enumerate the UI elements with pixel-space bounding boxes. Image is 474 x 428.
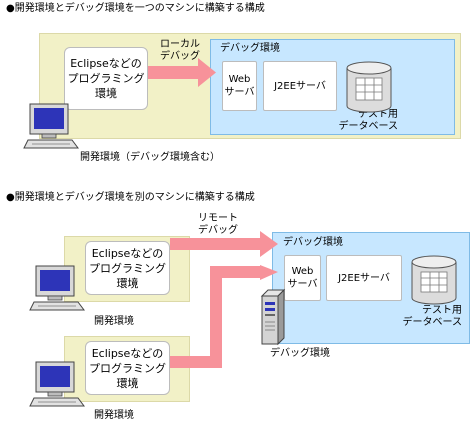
web-server-box: Web サーバ <box>222 61 257 111</box>
section1-title: ●開発環境とデバッグ環境を一つのマシンに構築する構成 <box>6 3 265 14</box>
section2-title: ●開発環境とデバッグ環境を別のマシンに構築する構成 <box>6 192 255 203</box>
web-server-box-2: Web サーバ <box>284 255 321 301</box>
dev-env-label-2: 開発環境 <box>94 410 134 421</box>
programming-env-box-2: Eclipseなどの プログラミング 環境 <box>85 341 170 395</box>
debug-env-label: デバッグ環境 <box>220 43 280 54</box>
j2ee-server-box-2: J2EEサーバ <box>326 255 402 301</box>
local-debug-label: ローカル デバッグ <box>160 39 200 62</box>
debug-server-label: デバッグ環境 <box>270 348 330 359</box>
programming-env-box: Eclipseなどの プログラミング 環境 <box>64 47 148 110</box>
j2ee-server-box: J2EEサーバ <box>263 61 337 111</box>
debug-env-label-2: デバッグ環境 <box>283 237 343 248</box>
remote-debug-label: リモート デバッグ <box>198 213 238 236</box>
test-db-label-2: テスト用 データベース <box>402 305 463 328</box>
programming-env-box-1: Eclipseなどの プログラミング 環境 <box>85 241 170 295</box>
dev-env-incl-debug-label: 開発環境（デバッグ環境含む） <box>80 152 220 163</box>
dev-env-label-1: 開発環境 <box>94 316 134 327</box>
test-db-label: テスト用 データベース <box>338 109 399 132</box>
